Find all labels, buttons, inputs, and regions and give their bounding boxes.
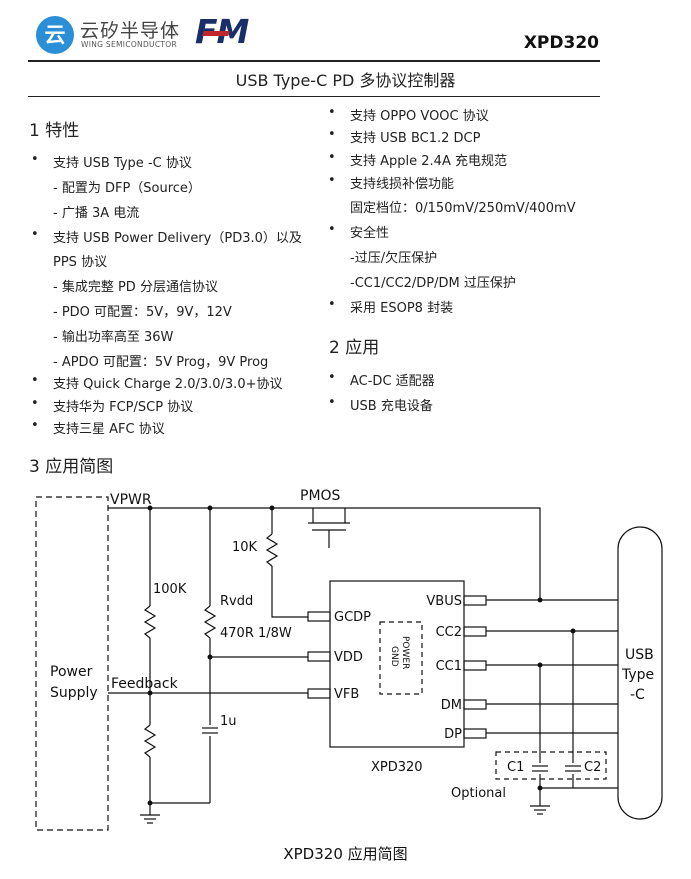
feature-item: 支持三星 AFC 协议 xyxy=(31,418,165,437)
application-item: AC-DC 适配器 xyxy=(328,370,435,389)
pin-dp-label: DP xyxy=(444,727,462,742)
usb-label: USB xyxy=(625,647,654,663)
feature-item-cont: PPS 协议 xyxy=(53,255,108,270)
c2-label: C2 xyxy=(584,760,601,775)
feature-item: 支持华为 FCP/SCP 协议 xyxy=(31,396,193,415)
wing-logo-icon: 云 xyxy=(36,16,74,54)
application-item: USB 充电设备 xyxy=(328,395,433,414)
power-supply-box xyxy=(35,496,109,831)
rvdd-label: Rvdd xyxy=(220,594,253,609)
feature-item: 支持 USB Power Delivery（PD3.0）以及 xyxy=(31,227,302,246)
feature-item: 支持 USB BC1.2 DCP xyxy=(328,127,481,146)
feature-subitem: -过压/欠压保护 xyxy=(350,251,438,266)
part-number: XPD320 xyxy=(523,33,599,53)
feature-subitem: - PDO 可配置：5V，9V，12V xyxy=(53,305,232,320)
cap-1u-label: 1u xyxy=(220,714,237,729)
feature-subitem: - 配置为 DFP（Source） xyxy=(53,181,201,196)
diagram-caption: XPD320 应用简图 xyxy=(283,845,408,863)
optional-label: Optional xyxy=(451,786,506,801)
pin-vbus-label: VBUS xyxy=(426,594,462,609)
feature-subitem: - 广播 3A 电流 xyxy=(53,206,140,221)
supply-label: Supply xyxy=(50,685,98,701)
feature-item: 支持 OPPO VOOC 协议 xyxy=(328,105,489,124)
logo-english-name: WING SEMICONDUCTOR xyxy=(81,40,177,49)
header-rule xyxy=(28,60,600,62)
feature-subitem: -CC1/CC2/DP/DM 过压保护 xyxy=(350,276,516,291)
feature-item: 支持线损补偿功能 xyxy=(328,173,454,192)
r10k-label: 10K xyxy=(232,540,258,555)
features-heading: 1 特性 xyxy=(29,121,80,141)
feature-item: 支持 Quick Charge 2.0/3.0/3.0+协议 xyxy=(31,373,283,392)
title-rule xyxy=(28,96,600,97)
applications-heading: 2 应用 xyxy=(329,338,380,358)
feature-subitem: - 集成完整 PD 分层通信协议 xyxy=(53,280,218,295)
vpwr-label: VPWR xyxy=(110,492,152,508)
feature-item: 支持 USB Type -C 协议 xyxy=(31,152,192,171)
resistor-rvdd xyxy=(203,605,217,639)
power-gnd-label-2: GND xyxy=(389,646,399,667)
c1-label: C1 xyxy=(507,760,524,775)
feature-item-cont: 固定档位：0/150mV/250mV/400mV xyxy=(350,201,576,216)
usb-type-c-connector xyxy=(617,526,663,820)
vpwr-rail xyxy=(108,507,541,600)
pin-vfb-label: VFB xyxy=(334,687,359,702)
resistor-10k xyxy=(265,533,279,567)
pin-vdd-label: VDD xyxy=(334,650,363,665)
resistor-100k xyxy=(143,605,157,639)
power-gnd-label-1: POWER xyxy=(400,636,410,669)
feature-item: 安全性 xyxy=(328,222,389,241)
logo-chinese-name: 云矽半导体 xyxy=(80,20,181,42)
chip-name-label: XPD320 xyxy=(371,760,423,775)
power-label: Power xyxy=(50,664,93,680)
document-title: USB Type-C PD 多协议控制器 xyxy=(235,71,456,90)
feature-item: 采用 ESOP8 封装 xyxy=(328,297,453,316)
r100k-label: 100K xyxy=(153,582,187,597)
pin-cc2-label: CC2 xyxy=(436,625,462,640)
usb-type-label: Type xyxy=(621,667,654,683)
feedback-label: Feedback xyxy=(111,676,179,692)
feature-subitem: - 输出功率高至 36W xyxy=(53,330,174,345)
diagram-heading: 3 应用简图 xyxy=(29,457,114,477)
usb-c-label: -C xyxy=(630,687,645,703)
resistor-bottom xyxy=(143,724,157,758)
feature-subitem: - APDO 可配置：5V Prog，9V Prog xyxy=(53,355,269,370)
pin-cc1-label: CC1 xyxy=(436,659,462,674)
pin-dm-label: DM xyxy=(441,698,462,713)
feature-item: 支持 Apple 2.4A 充电规范 xyxy=(328,150,507,169)
pmos-label: PMOS xyxy=(300,488,341,504)
pin-gcdp-label: GCDP xyxy=(334,610,371,625)
rvdd-value-label: 470R 1/8W xyxy=(220,626,292,641)
